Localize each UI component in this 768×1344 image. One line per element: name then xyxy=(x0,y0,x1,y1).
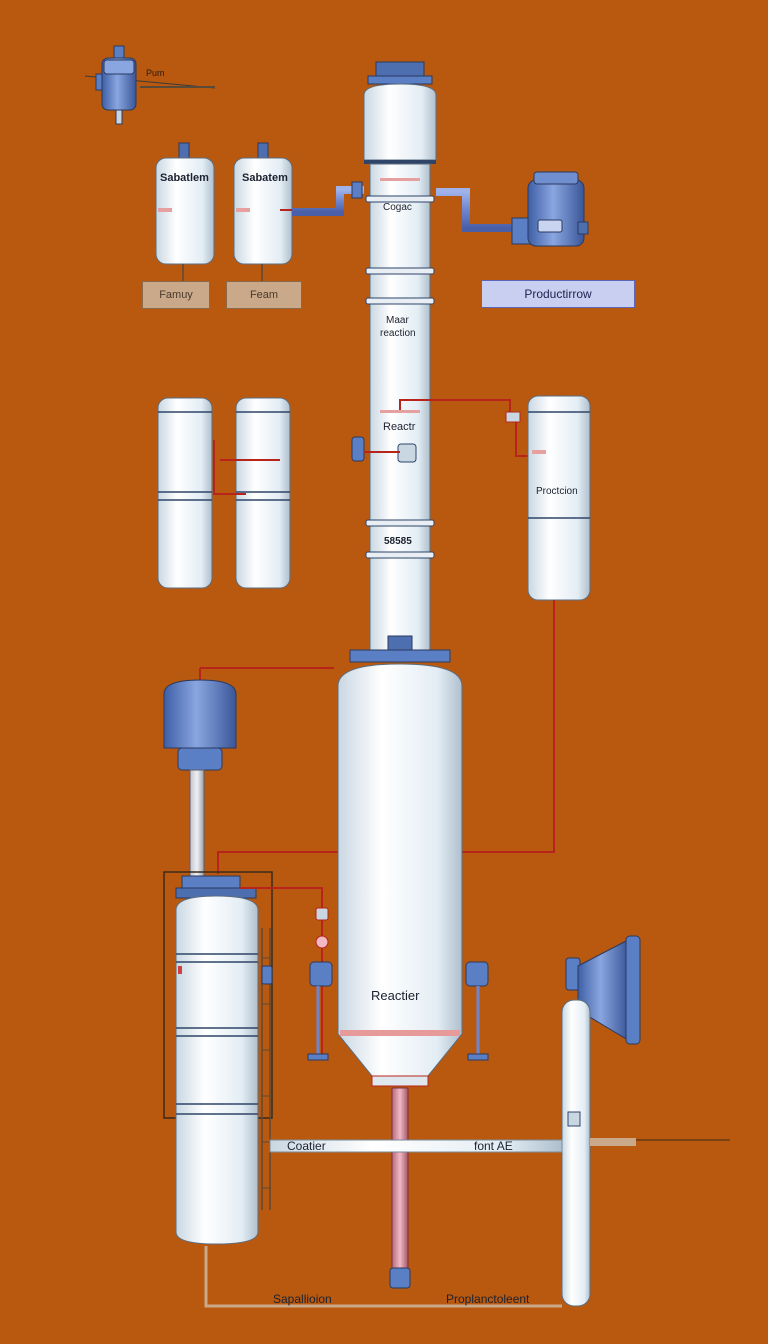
feam-box: Feam xyxy=(226,281,302,309)
column-lower-label: 58585 xyxy=(384,536,412,547)
famuy-box: Famuy xyxy=(142,281,210,309)
column-top-label: Cogac xyxy=(383,202,412,213)
pump-label: Pum xyxy=(146,68,165,78)
column-reactor-label: Reactr xyxy=(383,421,416,433)
product-box: Productirrow xyxy=(481,280,635,308)
column-mid-label-2: reaction xyxy=(380,328,416,339)
lower-left-tank xyxy=(163,871,273,1245)
tank-a-label: Sabatlem xyxy=(160,172,209,184)
coatier-label: Coatier xyxy=(287,1139,326,1153)
font-ae-label: font AE xyxy=(474,1139,513,1153)
mid-tank-a xyxy=(157,397,213,589)
left-blue-vessel xyxy=(163,667,334,891)
top-tank-a xyxy=(155,142,215,284)
main-column xyxy=(363,61,437,660)
column-mid-label-1: Maar xyxy=(386,315,409,326)
right-pump-icon xyxy=(511,171,589,247)
main-reactor xyxy=(337,635,463,1289)
main-reactor-label: Reactier xyxy=(371,988,420,1003)
tank-b-label: Sabatem xyxy=(242,172,288,184)
small-pump-icon xyxy=(84,45,216,125)
bottom-right-label: Proplanctoleent xyxy=(446,1292,530,1306)
right-tank-label: Proctcion xyxy=(536,486,578,497)
bottom-left-label: Sapallioion xyxy=(273,1292,332,1306)
